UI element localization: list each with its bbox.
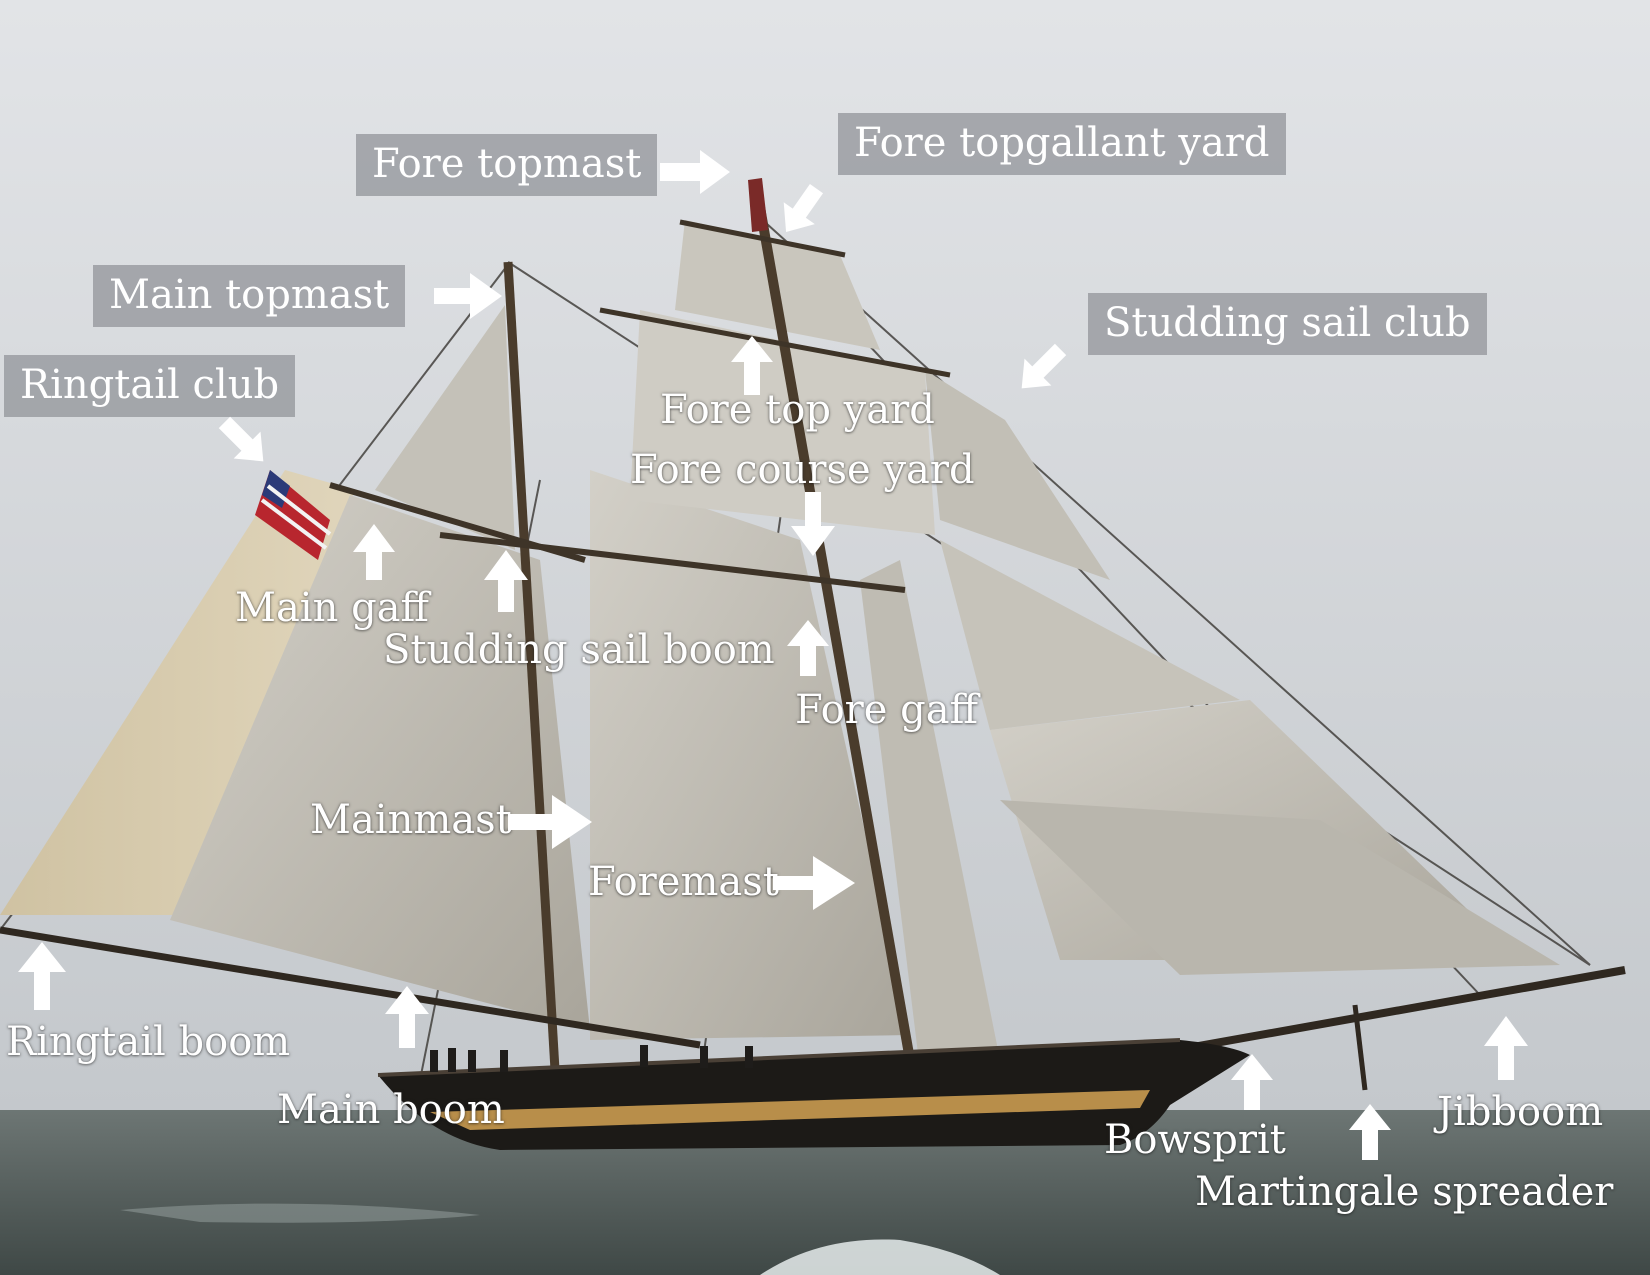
arrow-mainmast [508,795,592,849]
fore-gaff-sail [860,560,1000,1070]
studding-sail-boom-spar [439,532,906,593]
main-sail [170,495,590,1030]
arrow-fore-top-yard [731,336,773,395]
crew [430,1045,753,1072]
arrow-fore-course-yard [791,492,835,556]
wave-foam [120,1203,480,1223]
ringtail-sail [0,470,355,915]
arrow-martingale-spreader [1349,1104,1391,1160]
label-martingale-spreader: Martingale spreader [1195,1169,1614,1215]
label-main-boom: Main boom [277,1087,505,1133]
arrow-bowsprit [1231,1054,1273,1110]
label-ringtail-club: Ringtail club [4,355,296,417]
label-jibboom: Jibboom [1437,1089,1604,1135]
label-ringtail-boom: Ringtail boom [6,1019,291,1065]
arrow-fore-topmast [660,150,730,194]
fore-top-yard-spar [599,307,951,378]
arrow-studding-sail-club [1021,343,1067,389]
label-fore-gaff: Fore gaff [795,687,979,733]
arrow-foremast [773,856,855,910]
foremast-spar [752,189,915,1061]
main-topsail [375,305,515,550]
arrow-main-topmast [434,273,502,319]
martingale-spar [1352,1004,1368,1091]
arrow-ringtail-club [218,416,264,462]
label-fore-course-yard: Fore course yard [630,447,975,493]
wave-foam [760,1239,1000,1275]
masthead-flag [748,178,768,232]
mainmast-spar [503,261,560,1071]
arrow-jibboom [1484,1016,1528,1080]
arrow-fore-topgallant-yard [783,184,824,233]
deck-rail [377,1038,1181,1077]
label-fore-top-yard: Fore top yard [660,387,935,433]
fore-topsail [630,310,935,535]
studding-sail [925,370,1110,580]
label-bowsprit: Bowsprit [1104,1117,1286,1163]
arrow-ringtail-boom [18,942,66,1010]
label-mainmast: Mainmast [310,797,512,843]
flying-jib [1000,800,1560,975]
label-fore-topmast: Fore topmast [356,134,658,196]
label-studding-sail-boom: Studding sail boom [383,627,775,673]
arrow-main-boom-actual [385,986,429,1048]
label-foremast: Foremast [588,859,779,905]
fore-staysail [940,540,1240,730]
arrow-studding-sail-boom [484,550,528,612]
label-studding-sail-club: Studding sail club [1088,293,1487,355]
label-fore-topgallant-yard: Fore topgallant yard [838,113,1286,175]
main-boom-spar [0,926,701,1049]
label-main-topmast: Main topmast [93,265,406,327]
stern-flag [255,470,332,560]
arrow-main-gaff [353,524,395,580]
fore-topgallant-yard-spar [679,219,846,258]
label-main-gaff: Main gaff [235,585,429,631]
hull-stripe [430,1090,1150,1130]
arrow-fore-gaff [787,620,829,676]
